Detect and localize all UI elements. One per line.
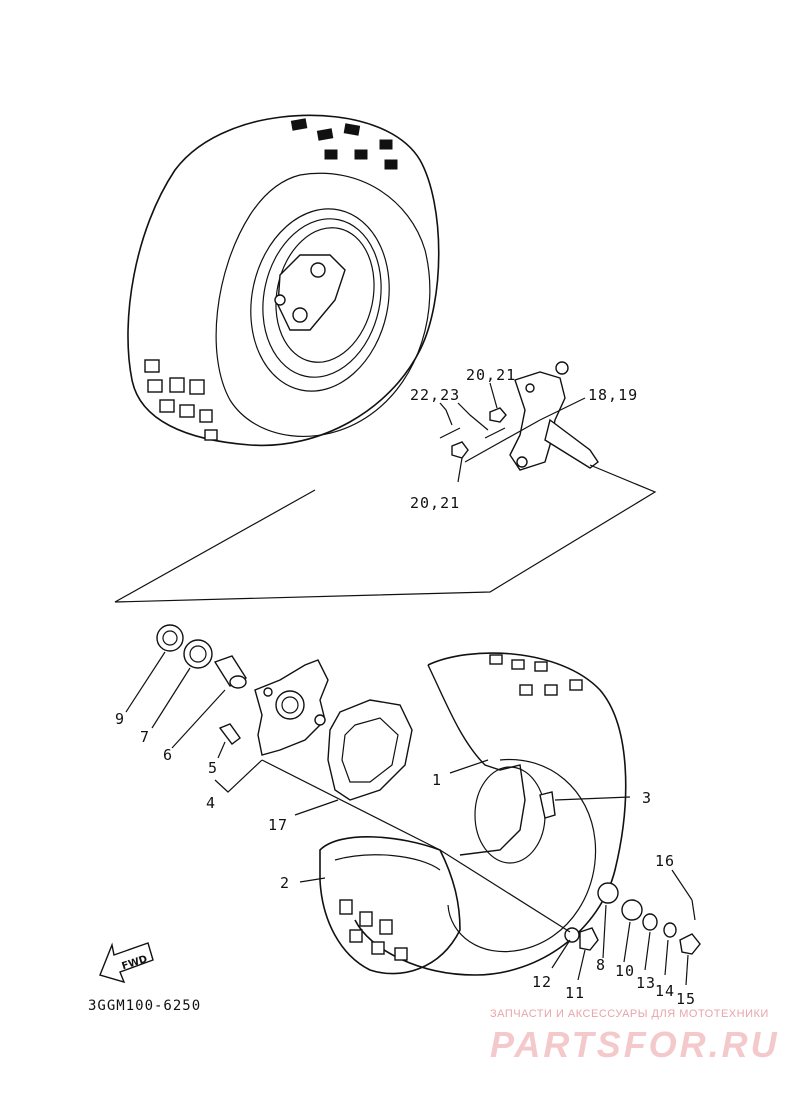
callout-10: 10	[615, 962, 635, 980]
callout-15: 15	[676, 990, 696, 1008]
callout-14: 14	[655, 982, 675, 1000]
callout-5: 5	[208, 759, 218, 777]
callout-6: 6	[163, 746, 173, 764]
callout-1: 1	[432, 771, 442, 789]
callout-3: 3	[642, 789, 652, 807]
drawing-code: 3GGM100-6250	[88, 998, 202, 1014]
callout-8: 8	[596, 956, 606, 974]
lower-leader-lines	[125, 651, 693, 986]
callout-9: 9	[115, 710, 125, 728]
callout-4: 4	[206, 794, 216, 812]
callout-7: 7	[140, 728, 150, 746]
callout-22-23: 22,23	[410, 386, 460, 404]
callout-13: 13	[636, 974, 656, 992]
callout-16: 16	[655, 852, 675, 870]
split-rim-tire-illustration	[319, 652, 627, 976]
callout-12: 12	[532, 973, 552, 991]
callout-11: 11	[565, 984, 585, 1002]
steering-knuckle-illustration	[439, 361, 599, 471]
watermark-logo: PARTSFOR.RU	[490, 1024, 780, 1065]
callout-2: 2	[280, 874, 290, 892]
watermark-tagline: ЗАПЧАСТИ И АКСЕССУАРЫ ДЛЯ МОТОТЕХНИКИ	[490, 1008, 769, 1020]
assembled-wheel-illustration	[127, 114, 440, 447]
upper-leader-lines	[114, 382, 657, 603]
wheel-nuts-and-washers	[564, 882, 701, 955]
callout-labels: 1 2 3 4 5 6 7 8 9 10 11 12 13 14 15 16 1…	[115, 366, 696, 1008]
fwd-arrow-icon: FWD	[99, 942, 154, 984]
callout-20-21-lower: 20,21	[410, 494, 460, 512]
callout-17: 17	[268, 816, 288, 834]
callout-20-21-upper: 20,21	[466, 366, 516, 384]
callout-18-19: 18,19	[588, 386, 638, 404]
exploded-bearings-and-hub	[156, 624, 413, 801]
